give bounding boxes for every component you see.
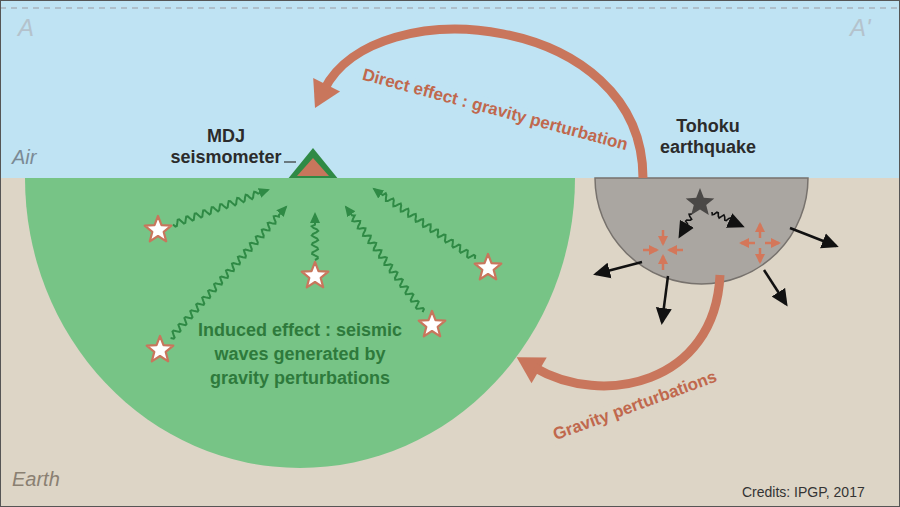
strain-arrow: [765, 242, 779, 245]
section-letter: A': [850, 14, 871, 42]
source-zone-shape: [595, 178, 808, 284]
triangle-symbol: [287, 148, 339, 180]
triangle-outer: [287, 148, 339, 180]
node-shape: [165, 108, 355, 182]
displacement-arrow: [764, 270, 786, 304]
air-band: [0, 0, 900, 178]
medium-label-holder: Air: [12, 146, 36, 169]
credit-note-holder: Credits: IPGP, 2017: [742, 484, 865, 500]
arrow-body: [535, 275, 720, 386]
node-text: Tohoku earthquake: [647, 116, 769, 158]
strain-arrow: [662, 230, 665, 244]
strain-arrow: [643, 249, 657, 252]
region-shape: [25, 178, 575, 468]
effect-arrow: [313, 29, 643, 178]
medium-label: Air: [12, 146, 36, 169]
section-line: [0, 7, 900, 9]
displacement-arrow: [662, 276, 668, 322]
section-letter: A: [18, 14, 34, 42]
seismometer-node: MDJ seismometer: [165, 108, 355, 182]
medium-label: Earth: [12, 468, 60, 491]
arrow-body: [324, 29, 643, 178]
triangle-inner: [297, 158, 329, 176]
section-letter-holder: A: [18, 14, 34, 42]
displacement-arrow: [790, 228, 836, 246]
medium-label-holder: Earth: [12, 468, 60, 491]
leader-line: [284, 161, 296, 162]
section-letter-holder: A': [850, 14, 871, 42]
strain-arrow: [759, 248, 762, 262]
strain-arrow: [741, 242, 755, 245]
strain-arrow: [662, 256, 665, 270]
node-text: MDJ seismometer: [165, 126, 287, 168]
strain-arrow: [669, 249, 683, 252]
strain-arrow: [759, 224, 762, 238]
induced-region: Induced effect : seismic waves generated…: [25, 178, 575, 469]
earth-band: [0, 178, 900, 507]
node-text: Induced effect : seismic waves generated…: [193, 318, 408, 390]
displacement-arrow: [596, 262, 642, 274]
credit-note: Credits: IPGP, 2017: [742, 484, 865, 500]
